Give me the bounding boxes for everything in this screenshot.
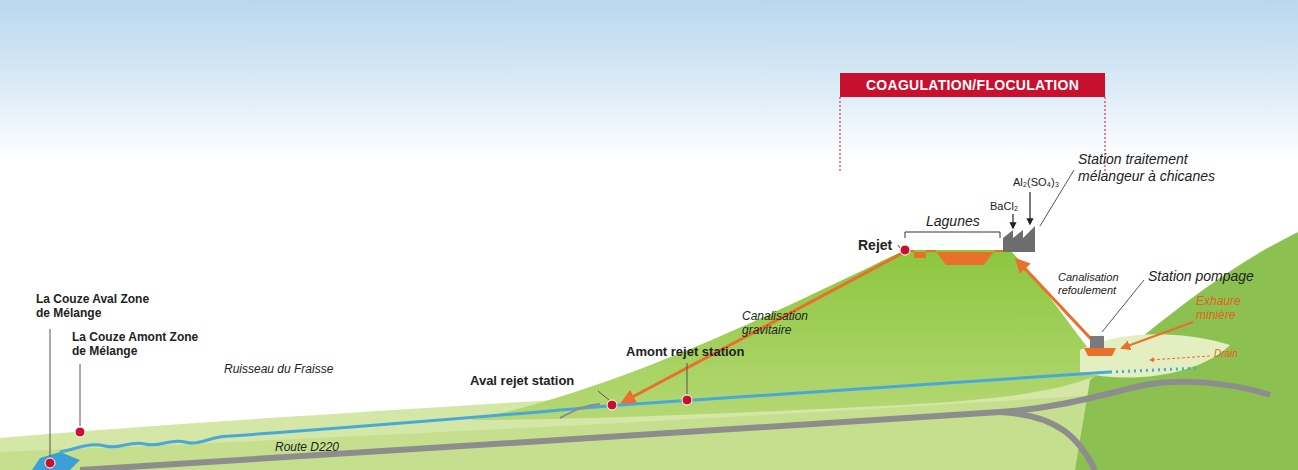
part-label: Station traitement mélangeur à chicanes [1078,151,1228,185]
lagoons [905,250,1003,265]
leader-line [598,391,609,400]
lagoon-bracket [905,232,1000,238]
title-banner: COAGULATION/FLOCULATION [840,73,1105,97]
sample-point [607,400,617,410]
pipe-label: Canalisation gravitaire [742,309,832,338]
pump-basin [1084,348,1116,356]
banner-text: COAGULATION/FLOCULATION [866,77,1079,93]
la-couze-river [32,452,80,470]
road [80,382,1270,470]
point-label: La Couze Amont Zone de Mélange [72,330,212,359]
sample-point [45,458,55,468]
side-track [560,404,600,418]
sample-point [682,395,692,405]
road-label: Route D220 [275,440,339,454]
leader-line [80,364,81,426]
point-label: Aval rejet station [470,373,574,389]
sample-points [45,245,910,468]
part-label: Lagunes [926,213,980,230]
drain-arrow [1150,356,1210,360]
sample-point [900,245,910,255]
mine-water-arrow [1122,322,1193,348]
stream-label: Ruisseau du Fraisse [224,362,333,376]
gravity-pipe [623,254,901,402]
treatment-building [1003,226,1035,252]
point-label: La Couze Aval Zone de Mélange [36,292,166,321]
chemical-label: Al₂(SO₄)₃ [1013,176,1059,189]
part-label: Station pompage [1148,268,1254,285]
right-hill [1075,232,1298,470]
alum-dosing [1029,192,1030,224]
pump-building [1090,336,1104,348]
flow-label: Drain [1214,348,1238,360]
flow-label: Exhaure minière [1196,294,1258,323]
pipe-label: Canalisation refoulement [1058,271,1140,297]
bacl2-dosing [1012,214,1013,228]
point-label: Amont rejet station [626,344,744,360]
leader-line [898,245,900,248]
leader-lines [50,170,1144,457]
leader-line [687,363,688,394]
sky [0,0,1298,160]
chemical-label: BaCl₂ [990,200,1018,213]
point-label: Rejet [858,237,892,254]
leader-line [50,329,51,457]
bracket-line [840,97,841,172]
sample-point [75,427,85,437]
stream-underground [1110,368,1200,372]
road-branch [1000,412,1095,470]
